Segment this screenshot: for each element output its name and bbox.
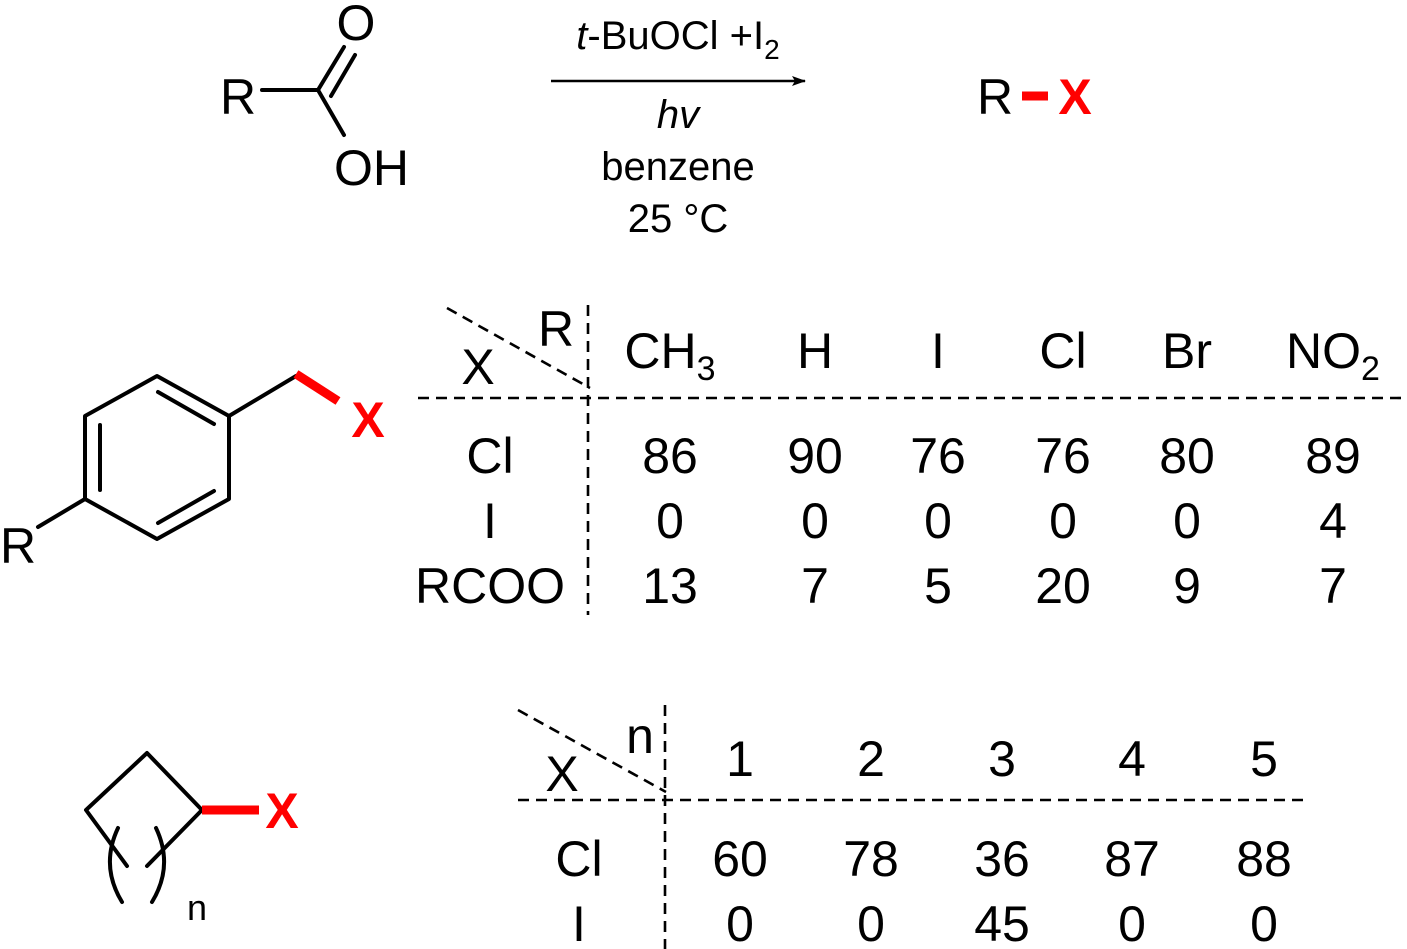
benzyl-row-label: Cl [466,428,513,484]
benzyl-table-cell: 0 [656,493,684,549]
benzyl-table-cell: 7 [801,558,829,614]
cyclo-table-cell: 0 [857,896,885,949]
column-header-subscript: 2 [1361,350,1380,388]
benzyl-r-label: R [0,518,36,574]
hydroxyl-label: OH [334,140,409,196]
cyclo-corner-diagonal [517,708,667,794]
benzyl-column-header: H [797,323,833,379]
cyclo-table-cell: 0 [1250,896,1278,949]
column-header-main: NO [1286,323,1361,379]
benzyl-corner-col-label: R [538,301,574,357]
benzyl-table-cell: 5 [924,558,952,614]
cyclo-bracket-left [107,826,124,904]
benzyl-table-cell: 20 [1035,558,1091,614]
benzyl-table-cell: 80 [1159,428,1215,484]
cyclo-column-header: 4 [1118,731,1146,787]
product-structure: R X [977,69,1092,125]
benzyl-table-cell: 4 [1319,493,1347,549]
cyclo-table-cell: 36 [974,831,1030,887]
reactant-r-label: R [220,69,256,125]
benzyl-table-cell: 0 [924,493,952,549]
benzyl-column-header: Cl [1039,323,1086,379]
benzyl-table-cell: 0 [1173,493,1201,549]
benzyl-column-header: NO2 [1286,323,1380,388]
cyclo-bracket-right [150,826,167,904]
reagent-main: -BuOCl +I [587,14,764,58]
carbonyl-oxygen-label: O [337,0,376,51]
benzyl-halide-structure: R X [0,370,385,574]
reagent-subscript: 2 [764,34,780,65]
column-header-main: CH [624,323,696,379]
temperature-label: 25 °C [628,197,729,241]
benzyl-table-cell: 86 [642,428,698,484]
benzyl-table-cell: 0 [801,493,829,549]
product-r-label: R [977,69,1013,125]
benzyl-table-cell: 89 [1305,428,1361,484]
cyclo-column-header: 1 [726,731,754,787]
reaction-conditions: t-BuOCl +I2 hv benzene 25 °C [551,14,806,241]
cyclo-table-cell: 45 [974,896,1030,949]
cyclo-table-cell: 78 [843,831,899,887]
benzyl-row-label: RCOO [415,558,565,614]
column-header-main: H [797,323,833,379]
benzyl-table-cell: 90 [787,428,843,484]
cyclo-row-label: Cl [555,831,602,887]
column-header-subscript: 3 [697,350,716,388]
benzyl-table-cell: 13 [642,558,698,614]
benzyl-column-header: Br [1162,323,1212,379]
cyclo-n-label: n [187,887,207,928]
cyclo-corner-row-label: X [545,746,578,802]
benzyl-column-headers: CH3 H I Cl Br NO2 [624,323,1380,388]
reagent-prefix: t [576,14,589,58]
benzyl-column-header: CH3 [624,323,715,388]
cycloalkyl-halide-structure: n X [84,751,299,928]
benzyl-corner-diagonal [446,306,591,390]
benzyl-table-cell: 76 [1035,428,1091,484]
benzyl-column-header: I [931,323,945,379]
cyclo-table-cell: 60 [712,831,768,887]
benzyl-table-cell: 7 [1319,558,1347,614]
benzyl-x-label: X [351,392,384,448]
column-header-main: Cl [1039,323,1086,379]
cyclo-x-label: X [265,783,298,839]
cyclo-column-headers: 1 2 3 4 5 [726,731,1278,787]
cyclo-column-header: 5 [1250,731,1278,787]
cyclo-table-cell: 0 [1118,896,1146,949]
reagent-label: t-BuOCl +I2 [576,14,779,65]
benzyl-row-label: I [483,493,497,549]
benzyl-corner-row-label: X [461,339,494,395]
solvent-label: benzene [601,145,754,189]
cyclo-column-header: 3 [988,731,1016,787]
column-header-main: Br [1162,323,1212,379]
column-header-main: I [931,323,945,379]
cyclo-corner-col-label: n [626,708,654,764]
cyclo-table-body: Cl 60 78 36 87 88I 0 0 45 0 0 [555,831,1291,949]
cyclo-row-label: I [572,896,586,949]
cyclo-table-cell: 0 [726,896,754,949]
benzyl-table-cell: 0 [1049,493,1077,549]
carboxylic-acid-structure: R O OH [220,0,409,196]
cyclo-table-cell: 87 [1104,831,1160,887]
product-x-label: X [1058,69,1091,125]
cyclo-column-header: 2 [857,731,885,787]
cyclo-table-cell: 88 [1236,831,1292,887]
benzyl-table-cell: 9 [1173,558,1201,614]
benzyl-table-cell: 76 [910,428,966,484]
light-label: hv [657,93,701,137]
